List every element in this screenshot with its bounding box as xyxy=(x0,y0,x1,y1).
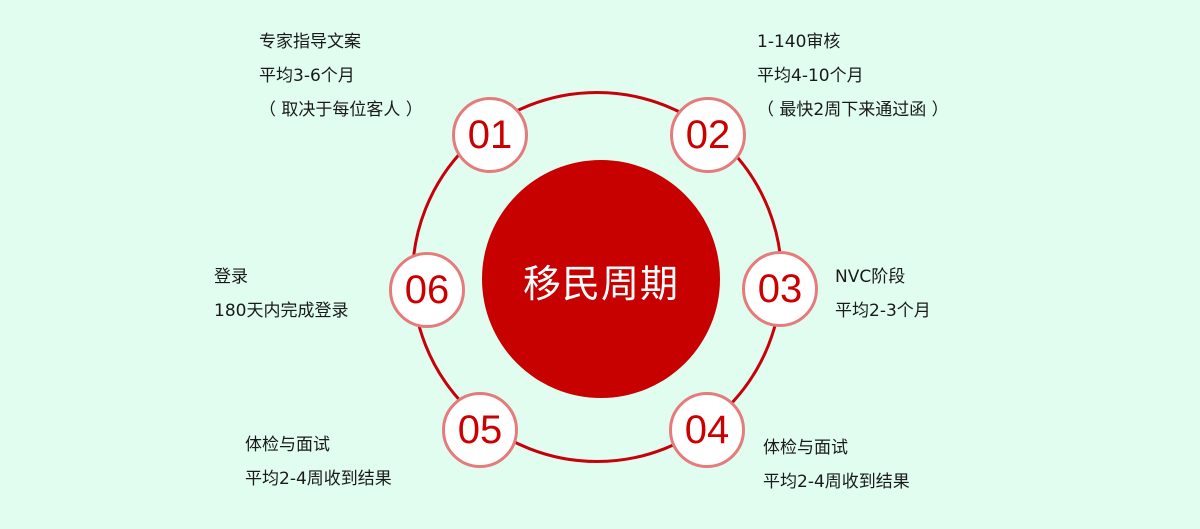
step-06-duration: 180天内完成登录 xyxy=(214,301,349,321)
step-04-title: 体检与面试 xyxy=(763,438,848,458)
step-03-duration: 平均2-3个月 xyxy=(835,301,931,321)
center-title: 移民周期 xyxy=(522,261,679,306)
step-03-note: NVC阶段 平均2-3个月 xyxy=(835,260,931,328)
step-06-title: 登录 xyxy=(214,267,248,287)
step-02-title: 1-140审核 xyxy=(757,32,841,52)
step-01-number: 01 xyxy=(467,113,513,157)
step-01-duration: 平均3-6个月 xyxy=(259,66,355,86)
step-02-remark: （ 最快2周下来通过函 ） xyxy=(757,100,949,120)
step-06-note: 登录 180天内完成登录 xyxy=(214,260,348,328)
step-04-circle: 04 xyxy=(669,392,745,468)
step-02-note: 1-140审核 平均4-10个月 （ 最快2周下来通过函 ） xyxy=(757,25,949,127)
step-06-number: 06 xyxy=(404,268,450,312)
step-05-title: 体检与面试 xyxy=(245,435,330,455)
step-05-circle: 05 xyxy=(442,392,518,468)
step-01-circle: 01 xyxy=(452,97,528,173)
step-03-title: NVC阶段 xyxy=(835,267,906,287)
step-03-circle: 03 xyxy=(742,251,818,327)
step-02-duration: 平均4-10个月 xyxy=(757,66,864,86)
step-04-number: 04 xyxy=(684,408,730,452)
step-02-number: 02 xyxy=(685,113,731,157)
center-circle: 移民周期 xyxy=(482,160,720,398)
step-05-duration: 平均2-4周收到结果 xyxy=(245,469,392,489)
step-03-number: 03 xyxy=(757,267,803,311)
step-01-title: 专家指导文案 xyxy=(259,32,361,52)
step-01-remark: （ 取决于每位客人 ） xyxy=(259,100,423,120)
step-05-number: 05 xyxy=(457,408,503,452)
step-06-circle: 06 xyxy=(389,252,465,328)
step-01-note: 专家指导文案 平均3-6个月 （ 取决于每位客人 ） xyxy=(259,25,423,127)
step-02-circle: 02 xyxy=(670,97,746,173)
step-05-note: 体检与面试 平均2-4周收到结果 xyxy=(245,428,392,496)
step-04-note: 体检与面试 平均2-4周收到结果 xyxy=(763,431,910,499)
step-04-duration: 平均2-4周收到结果 xyxy=(763,472,910,492)
